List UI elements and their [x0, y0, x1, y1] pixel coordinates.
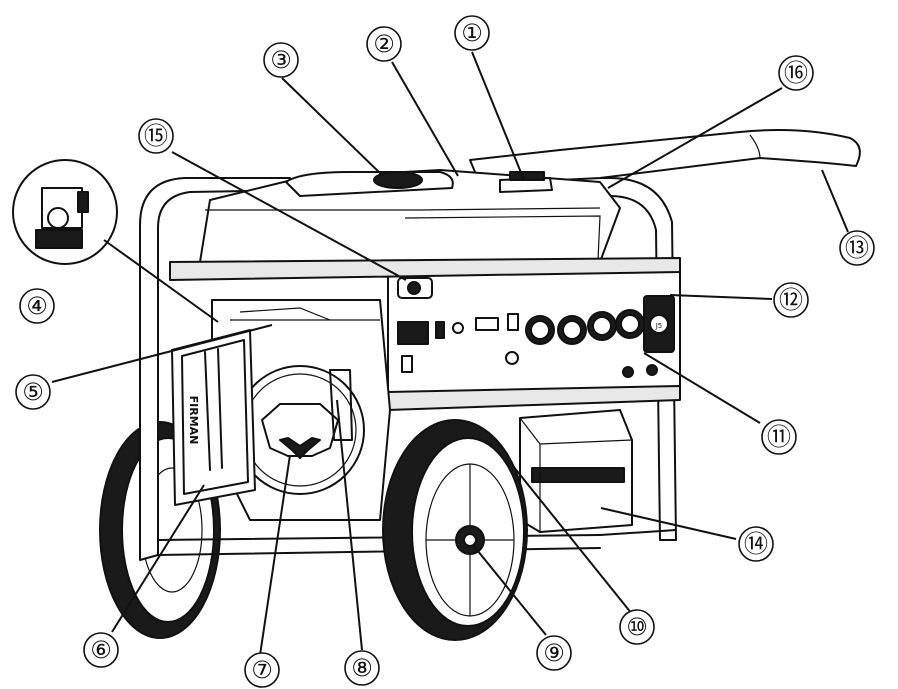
svg-text:⑮: ⑮	[144, 122, 168, 150]
svg-text:⑩: ⑩	[626, 613, 648, 641]
callout-4: ④	[19, 288, 55, 324]
leader-lines	[51, 51, 849, 656]
callout-8: ⑧	[344, 650, 380, 686]
inset-detail	[12, 159, 118, 265]
svg-text:⑫: ⑫	[779, 286, 803, 314]
callout-9: ⑨	[536, 635, 572, 671]
callout-1: ①	[454, 15, 490, 51]
svg-text:⑤: ⑤	[22, 378, 44, 406]
callout-11: ⑪	[761, 419, 797, 455]
svg-text:⑥: ⑥	[90, 636, 112, 664]
svg-text:⑭: ⑭	[744, 530, 768, 558]
battery-box	[519, 409, 633, 533]
outlet-label: J5	[655, 322, 663, 330]
callout-14: ⑭	[738, 526, 774, 562]
svg-text:⑧: ⑧	[351, 654, 373, 682]
callout-6: ⑥	[83, 632, 119, 668]
callout-2: ②	[366, 26, 402, 62]
callout-10: ⑩	[619, 609, 655, 645]
svg-text:①: ①	[461, 19, 483, 47]
callout-5: ⑤	[15, 374, 51, 410]
brand-label: FIRMAN	[187, 396, 200, 445]
callout-3: ③	[263, 42, 299, 78]
svg-text:④: ④	[26, 292, 48, 320]
front-wheel	[382, 419, 528, 641]
svg-text:⑪: ⑪	[767, 423, 791, 451]
air-filter-cover: FIRMAN	[171, 329, 256, 506]
control-panel: J5	[169, 257, 681, 411]
callout-13: ⑬	[839, 230, 875, 266]
svg-text:②: ②	[373, 30, 395, 58]
svg-text:③: ③	[270, 46, 292, 74]
callout-12: ⑫	[773, 282, 809, 318]
engine	[211, 299, 391, 521]
callout-16: ⑯	[778, 55, 814, 91]
svg-text:⑦: ⑦	[251, 656, 273, 684]
handle	[469, 129, 861, 185]
callout-15: ⑮	[138, 118, 174, 154]
svg-text:⑨: ⑨	[543, 639, 565, 667]
callout-7: ⑦	[244, 652, 280, 688]
svg-text:⑬: ⑬	[845, 234, 869, 262]
svg-text:⑯: ⑯	[784, 59, 808, 87]
